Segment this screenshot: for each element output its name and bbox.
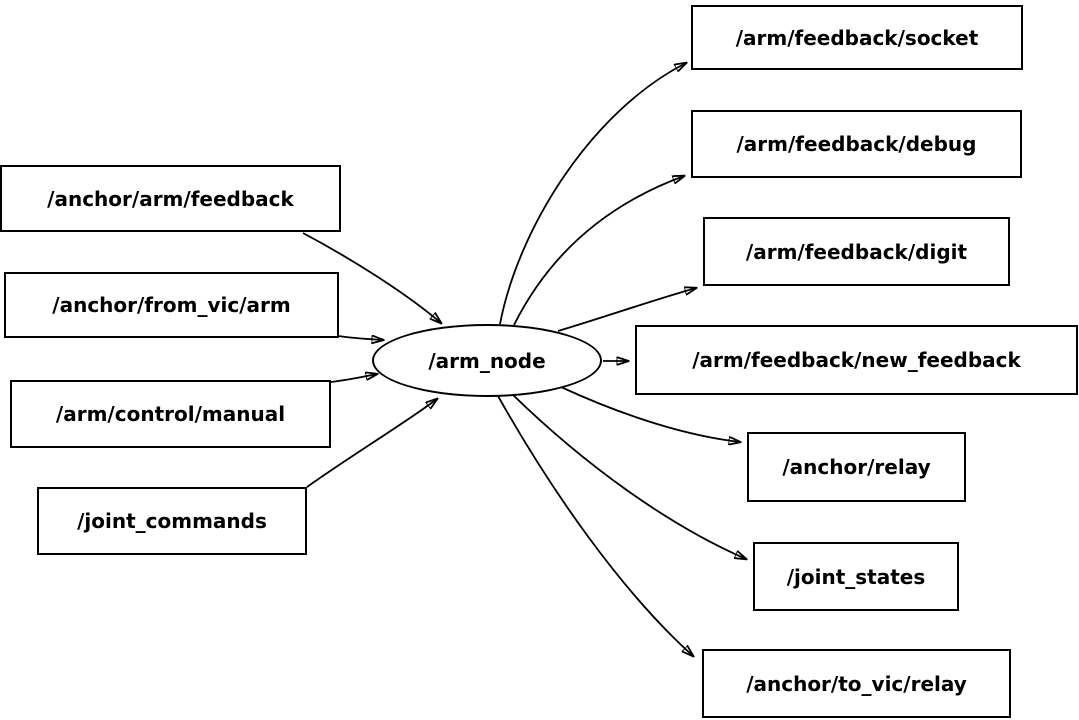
edge-arm-node-to-arm-feedback-socket — [499, 63, 686, 325]
edge-arm-control-manual-to-arm-node — [330, 374, 377, 383]
topic-node-anchor-relay: /anchor/relay — [747, 432, 966, 502]
topic-node-anchor-to-vic-relay: /anchor/to_vic/relay — [702, 649, 1011, 718]
edge-anchor-arm-feedback-to-arm-node — [302, 232, 441, 323]
topic-label: /anchor/relay — [782, 455, 931, 479]
edge-anchor-from-vic-arm-to-arm-node — [337, 336, 383, 340]
topic-node-joint-commands: /joint_commands — [37, 487, 307, 555]
topic-label: /anchor/arm/feedback — [47, 186, 294, 211]
topic-label: /joint_commands — [77, 509, 267, 533]
topic-label: /arm/feedback/digit — [745, 239, 968, 264]
topic-node-arm-feedback-debug: /arm/feedback/debug — [691, 110, 1022, 178]
edge-arm-node-to-arm-feedback-debug — [513, 176, 684, 326]
topic-node-arm-control-manual: /arm/control/manual — [10, 380, 331, 448]
edge-joint-commands-to-arm-node — [306, 399, 437, 488]
topic-label: /arm/feedback/socket — [735, 25, 979, 50]
topic-node-anchor-arm-feedback: /anchor/arm/feedback — [0, 165, 341, 232]
edge-arm-node-to-joint-states — [511, 393, 746, 559]
edge-arm-node-to-arm-feedback-digit — [557, 288, 696, 332]
topic-node-joint-states: /joint_states — [753, 542, 959, 611]
topic-label: /arm/feedback/debug — [736, 132, 977, 156]
topic-label: /arm/feedback/new_feedback — [692, 348, 1021, 372]
topic-node-arm-feedback-digit: /arm/feedback/digit — [703, 217, 1010, 286]
edge-arm-node-to-anchor-relay — [560, 386, 740, 442]
edge-arm-node-to-anchor-to-vic-relay — [497, 395, 693, 656]
topic-node-anchor-from-vic-arm: /anchor/from_vic/arm — [4, 272, 339, 338]
node-label: /arm_node — [428, 348, 546, 373]
topic-node-arm-feedback-new-feedback: /arm/feedback/new_feedback — [635, 325, 1078, 395]
topic-label: /arm/control/manual — [55, 402, 286, 426]
topic-label: /anchor/to_vic/relay — [746, 671, 967, 696]
topic-node-arm-feedback-socket: /arm/feedback/socket — [691, 5, 1023, 70]
topic-label: /joint_states — [786, 564, 926, 589]
topic-label: /anchor/from_vic/arm — [52, 293, 291, 317]
ros-node-arm-node: /arm_node — [372, 324, 602, 397]
